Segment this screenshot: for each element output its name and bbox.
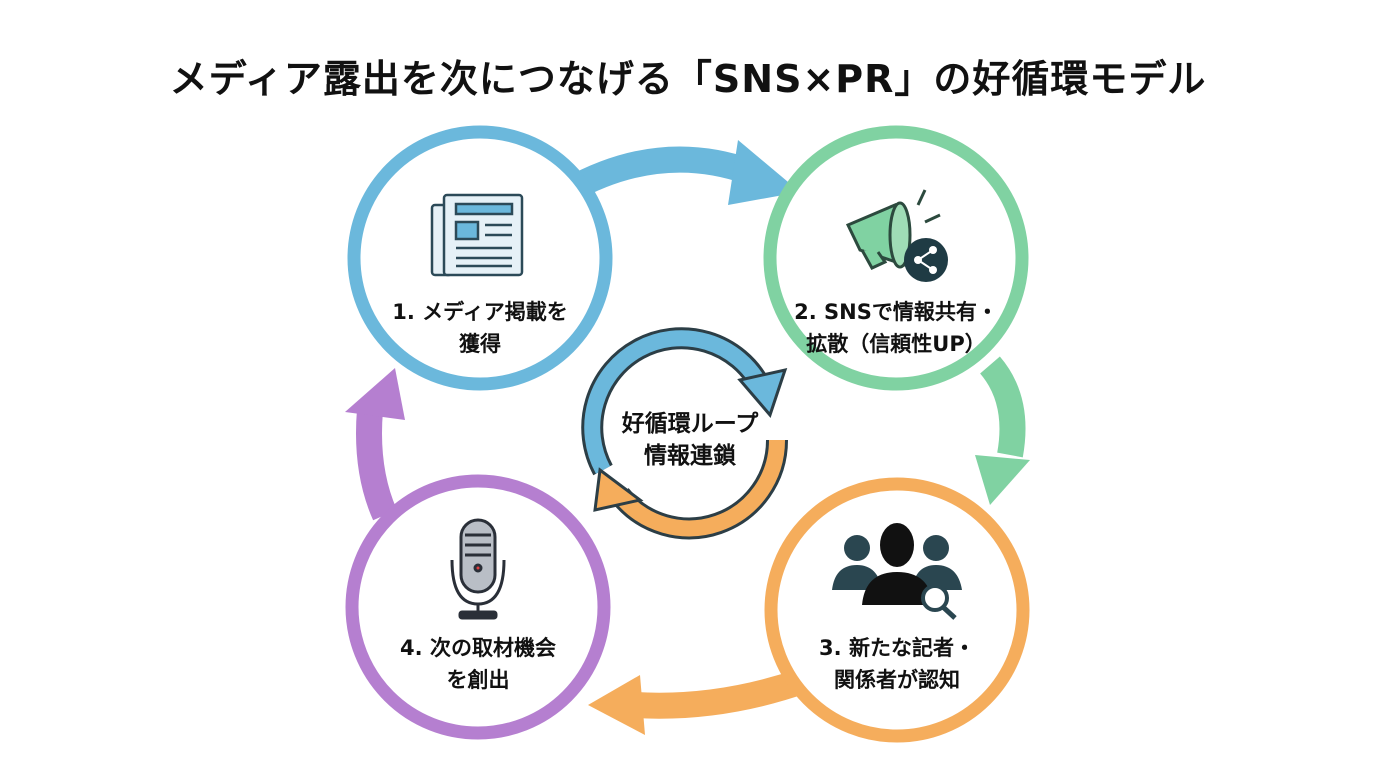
people-search-icon bbox=[832, 523, 962, 620]
center-loop-icon bbox=[581, 327, 789, 540]
arrow-3-to-4 bbox=[588, 667, 810, 735]
step-2-line2: 拡散（信頼性UP） bbox=[806, 332, 986, 356]
step-1-label: 1. メディア掲載を 獲得 bbox=[360, 296, 600, 360]
microphone-icon bbox=[450, 518, 506, 620]
arrow-4-to-1 bbox=[345, 368, 405, 521]
step-4-line2: を創出 bbox=[446, 668, 510, 692]
step-1-line2: 獲得 bbox=[459, 332, 501, 356]
center-line1: 好循環ループ bbox=[621, 411, 759, 437]
page-title: メディア露出を次につなげる「SNS×PR」の好循環モデル bbox=[169, 57, 1207, 101]
step-4-line1: 4. 次の取材機会 bbox=[400, 636, 556, 660]
step-2-label: 2. SNSで情報共有・ 拡散（信頼性UP） bbox=[776, 296, 1016, 360]
arrow-2-to-3 bbox=[975, 356, 1030, 505]
center-line2: 情報連鎖 bbox=[644, 443, 736, 469]
step-1-line1: 1. メディア掲載を bbox=[392, 300, 568, 324]
newspaper-icon bbox=[430, 193, 524, 277]
step-3-line1: 3. 新たな記者・ bbox=[819, 636, 975, 660]
step-4-label: 4. 次の取材機会 を創出 bbox=[358, 632, 598, 696]
step-2-line1: 2. SNSで情報共有・ bbox=[794, 300, 998, 324]
step-3-label: 3. 新たな記者・ 関係者が認知 bbox=[777, 632, 1017, 696]
step-3-circle bbox=[764, 477, 1030, 743]
arrow-1-to-2 bbox=[563, 140, 800, 205]
megaphone-share-icon bbox=[845, 189, 948, 282]
step-3-line2: 関係者が認知 bbox=[834, 668, 960, 692]
center-label: 好循環ループ 情報連鎖 bbox=[580, 408, 800, 472]
